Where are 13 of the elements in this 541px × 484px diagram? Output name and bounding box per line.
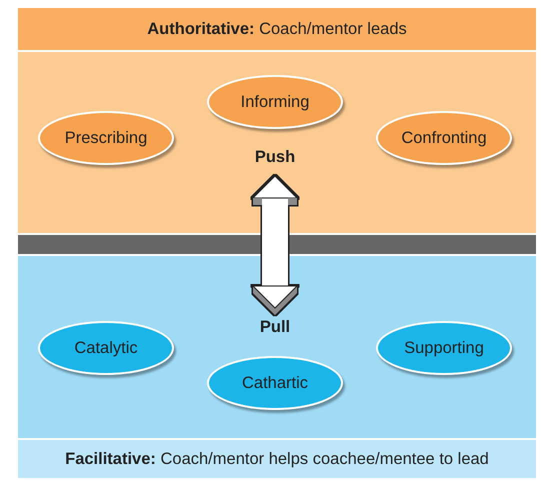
- ellipse-label: Informing: [240, 92, 310, 112]
- band-text: Facilitative: Coach/mentor helps coachee/mentee to lead: [65, 450, 489, 468]
- ellipse-label: Supporting: [404, 338, 484, 358]
- double-arrow: [252, 176, 298, 316]
- band-text: Authoritative: Coach/mentor leads: [147, 20, 407, 38]
- ellipse-label: Catalytic: [74, 338, 138, 358]
- ellipse-label: Prescribing: [64, 128, 148, 148]
- footer-band: [18, 440, 536, 478]
- label-text: Pull: [245, 318, 305, 340]
- label-text: Push: [245, 148, 305, 170]
- ellipse-label: Cathartic: [242, 374, 308, 392]
- header-band: [18, 8, 536, 50]
- ellipse-label: Confronting: [401, 128, 487, 148]
